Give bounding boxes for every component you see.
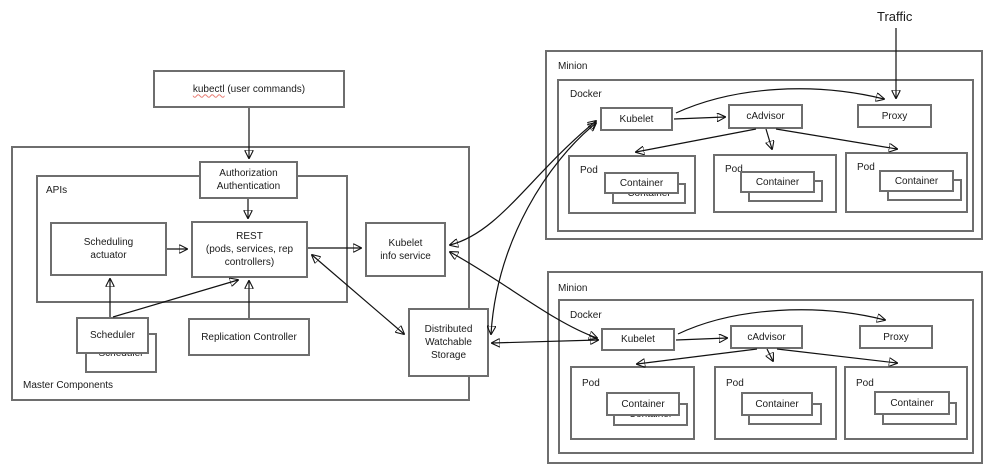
docker-label: Docker xyxy=(570,310,602,321)
container-box: Container xyxy=(879,170,954,192)
traffic-label: Traffic xyxy=(877,9,913,24)
kubelet-box: Kubelet xyxy=(600,107,673,131)
container-box: Container xyxy=(741,392,813,416)
scheduler-box: Scheduler xyxy=(76,317,149,354)
proxy-box: Proxy xyxy=(859,325,933,349)
pod-label: Pod xyxy=(580,165,598,176)
pod-label: Pod xyxy=(582,378,600,389)
kubelet-info-service-box: Kubelet info service xyxy=(365,222,446,277)
docker-label: Docker xyxy=(570,89,602,100)
container-box: Container xyxy=(606,392,680,416)
kubectl-rest: (user commands) xyxy=(224,83,306,95)
replication-controller-box: Replication Controller xyxy=(188,318,310,356)
pod-label: Pod xyxy=(726,378,744,389)
apis-label: APIs xyxy=(46,185,68,196)
cadvisor-box: cAdvisor xyxy=(728,104,803,129)
cadvisor-box: cAdvisor xyxy=(730,325,803,349)
master-components-label: Master Components xyxy=(23,380,114,391)
pod-label: Pod xyxy=(857,162,875,173)
authorization-authentication-box: Authorization Authentication xyxy=(199,161,298,199)
container-box: Container xyxy=(874,391,950,415)
minion-label: Minion xyxy=(558,283,588,294)
kubectl-box: kubectl (user commands) xyxy=(153,70,345,108)
container-box: Container xyxy=(604,172,679,194)
proxy-box: Proxy xyxy=(857,104,932,128)
minion-label: Minion xyxy=(558,61,588,72)
pod-label: Pod xyxy=(856,378,874,389)
kubectl-word: kubectl xyxy=(192,83,225,95)
scheduling-actuator-box: Scheduling actuator xyxy=(50,222,167,276)
distributed-watchable-storage-box: Distributed Watchable Storage xyxy=(408,308,489,377)
container-box: Container xyxy=(740,171,815,193)
kubelet-box: Kubelet xyxy=(601,328,675,351)
rest-box: REST (pods, services, rep controllers) xyxy=(191,221,308,278)
pod-label: Pod xyxy=(725,164,743,175)
